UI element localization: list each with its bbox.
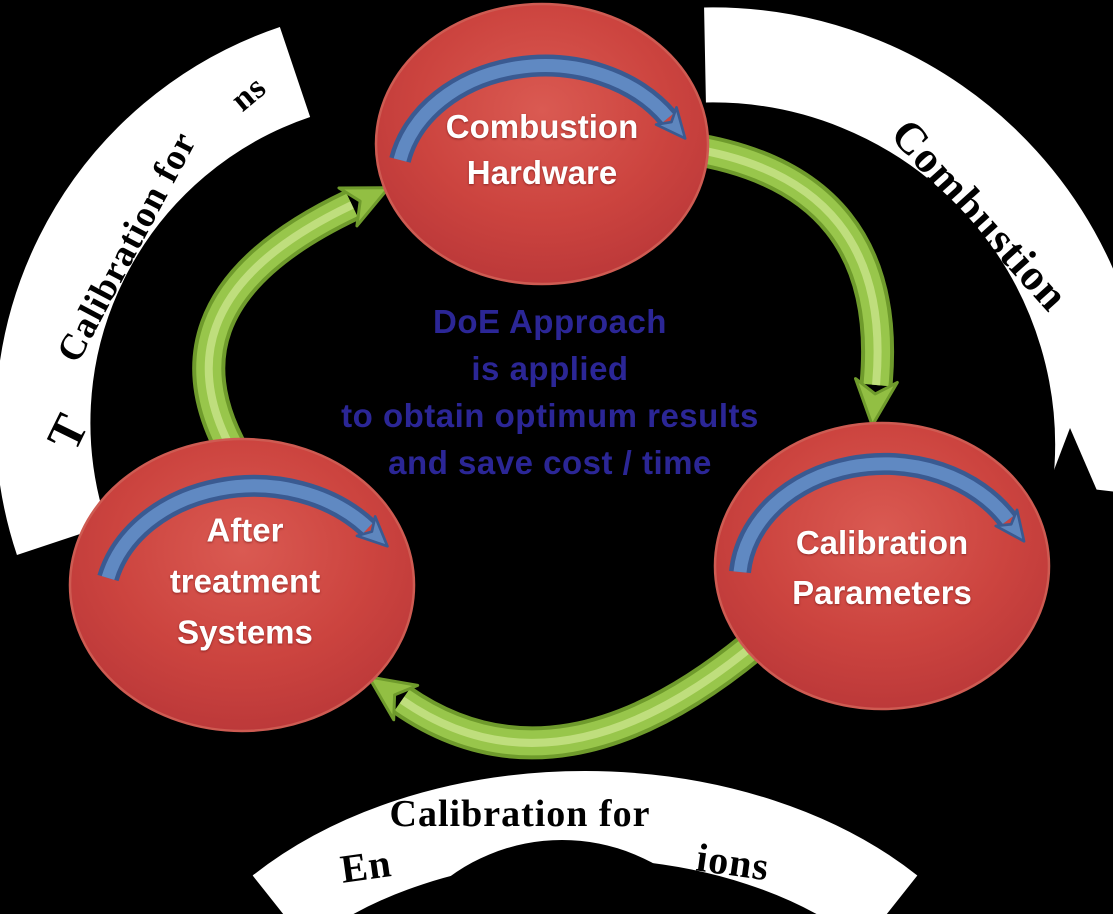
ribbon-band-right-notch xyxy=(1035,428,1108,520)
ribbon-band-bottom-inner-trim xyxy=(411,840,713,914)
node-line: Systems xyxy=(177,613,313,651)
center-note-line: and save cost / time xyxy=(388,444,712,481)
ribbon-band-right xyxy=(704,7,1113,492)
cycle-arc-icon-combustion-hardware xyxy=(389,54,687,163)
ribbon-band-bottom xyxy=(252,771,918,914)
cycle-arc-icon-after-treatment xyxy=(97,474,389,582)
arrow-aftertreatment-to-hardware xyxy=(192,186,391,492)
node-line: After xyxy=(206,511,284,549)
center-note: DoE Approach is applied to obtain optimu… xyxy=(341,298,759,486)
arrow-parameters-to-aftertreatment xyxy=(367,625,773,760)
node-line: Calibration xyxy=(795,524,969,561)
cycle-arc-icon-calibration-parameters xyxy=(729,452,1026,574)
arrow-hardware-to-parameters xyxy=(685,131,899,427)
center-note-line: to obtain optimum results xyxy=(341,397,759,434)
ribbon-label-bottom: Calibration for xyxy=(389,793,651,835)
ribbon-label-bottom-fragment-right: ions xyxy=(693,834,773,890)
center-note-line: DoE Approach xyxy=(433,303,667,340)
node-label-combustion-hardware: Combustion Hardware xyxy=(446,104,638,196)
node-line: Combustion xyxy=(445,108,639,145)
node-line: Hardware xyxy=(466,154,618,191)
center-note-line: is applied xyxy=(471,350,629,387)
ribbon-band-left xyxy=(0,26,311,556)
node-label-after-treatment: After treatment Systems xyxy=(170,505,320,658)
ribbon-label-bottom-fragment-left: En xyxy=(337,840,395,892)
node-line: treatment xyxy=(169,562,321,600)
node-line: Parameters xyxy=(792,574,972,611)
node-label-calibration-parameters: Calibration Parameters xyxy=(792,518,972,618)
